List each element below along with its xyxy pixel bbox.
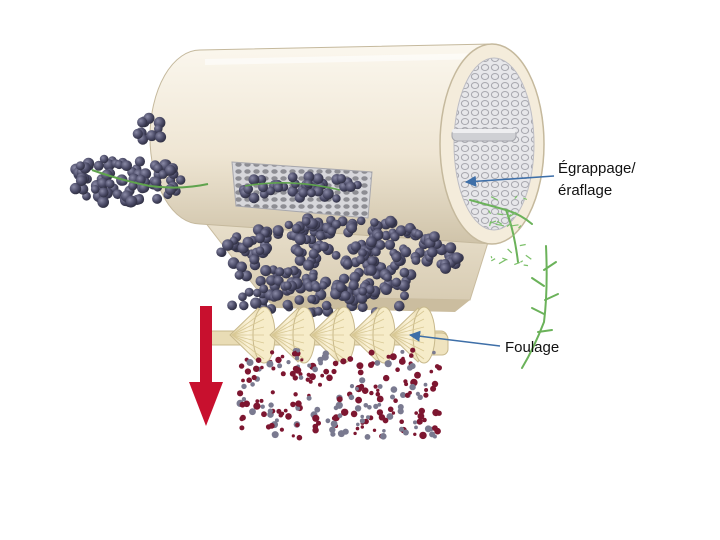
- crushing-label: Foulage: [505, 337, 559, 359]
- destemming-label: Égrappage/ éraflage: [558, 158, 636, 202]
- destemming-label-line-1: Égrappage/: [558, 158, 636, 180]
- destemmer-drum-icon: [150, 44, 544, 244]
- destemming-label-line-2: éraflage: [558, 180, 636, 202]
- down-arrow-icon: [189, 306, 223, 426]
